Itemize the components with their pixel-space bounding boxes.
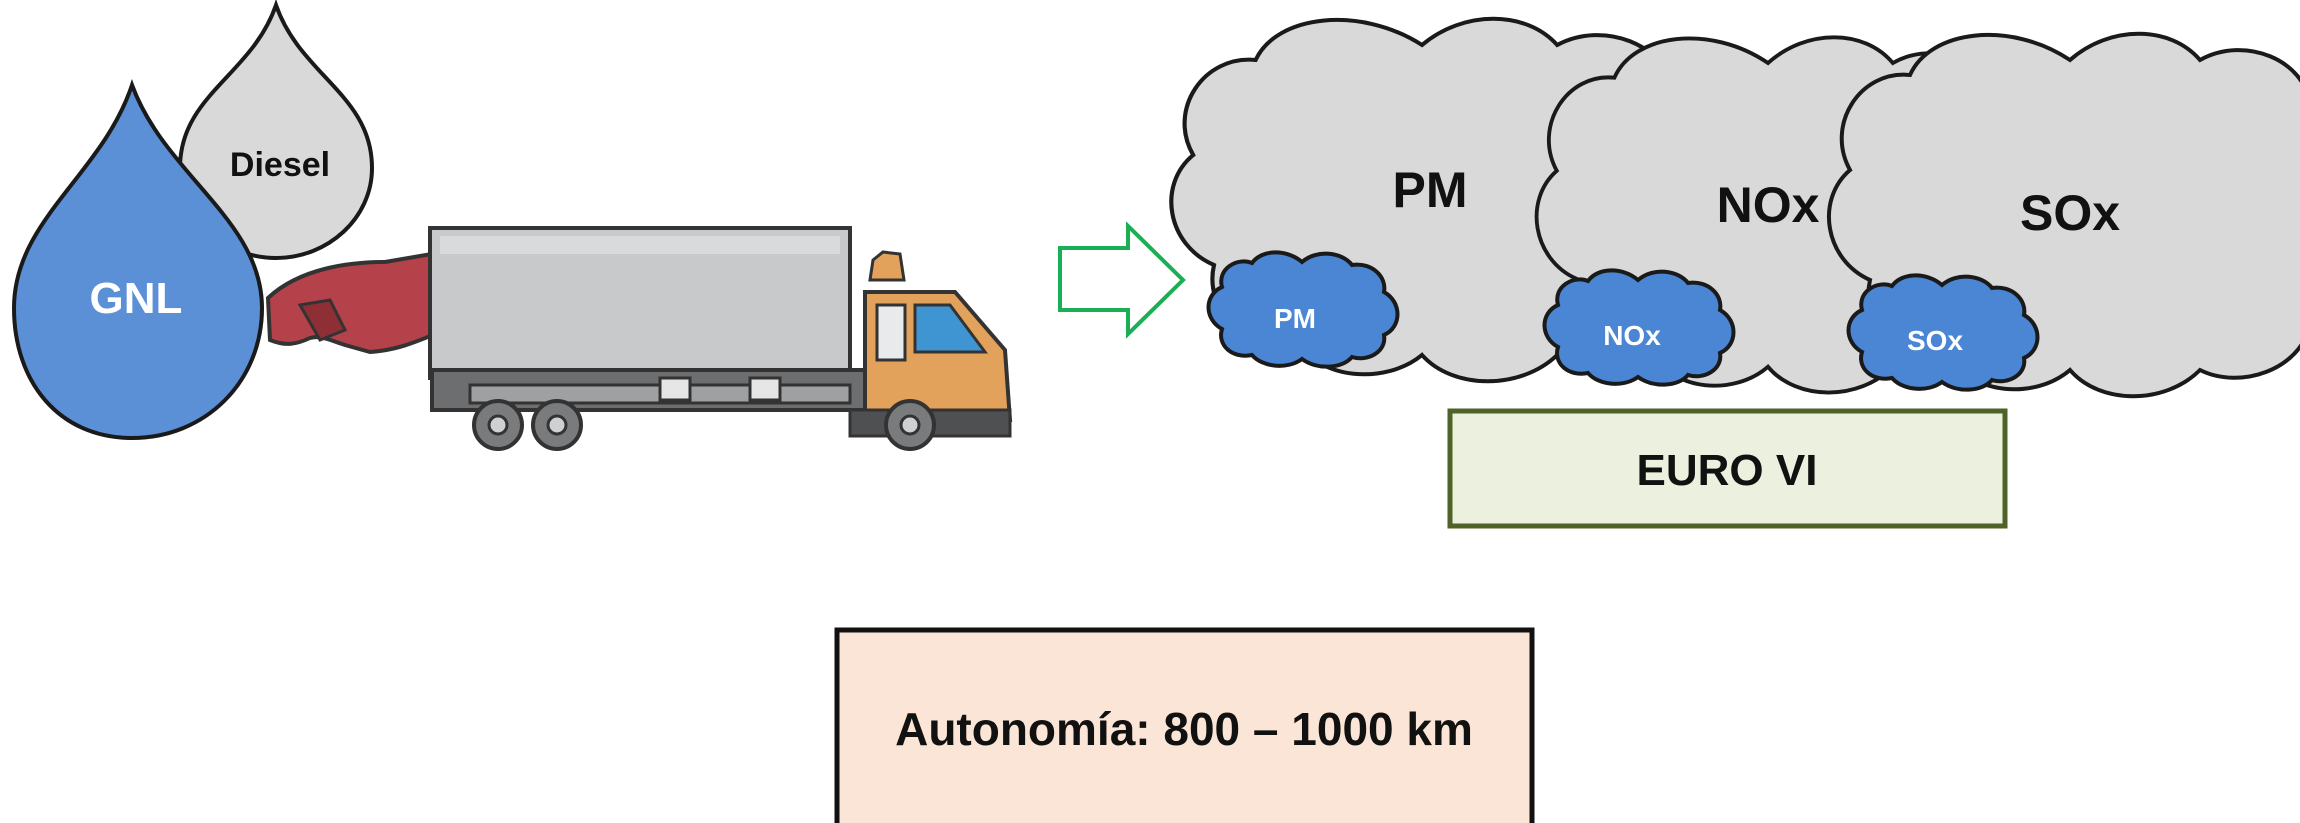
diesel-label: Diesel [230,146,330,184]
nox-big-cloud: NOx [1534,35,2049,395]
pm-big-label: PM [1393,162,1468,218]
nox-big-label: NOx [1717,177,1820,233]
pm-small-label: PM [1274,303,1316,334]
euro-vi-label: EURO VI [1637,446,1818,495]
pm-big-cloud: PM [1171,19,1724,382]
sox-small-cloud: SOx [1846,273,2040,392]
sox-big-label: SOx [2020,185,2120,241]
sox-big-cloud: SOx [1826,31,2300,399]
green-arrow-icon [1058,221,1186,339]
autonomy-box: Autonomía: 800 – 1000 km [834,627,1535,823]
gnl-label: GNL [90,274,183,323]
gnl-drop: GNL [11,78,265,441]
nox-small-cloud: NOx [1542,268,1736,387]
nox-small-label: NOx [1603,320,1661,351]
truck-icon [428,226,1013,451]
sox-small-label: SOx [1907,325,1963,356]
pm-small-cloud: PM [1206,250,1400,369]
euro-vi-box: EURO VI [1447,408,2008,529]
diesel-drop: Diesel [177,0,375,261]
autonomy-label: Autonomía: 800 – 1000 km [895,703,1473,755]
